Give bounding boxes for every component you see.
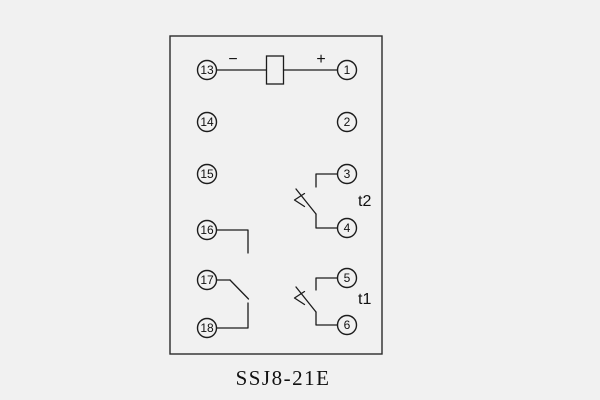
contact-16-lead (215, 229, 249, 254)
contact-t2-blade (295, 188, 317, 215)
terminal-3-number: 3 (344, 167, 351, 181)
terminal-17: 17 (196, 269, 218, 291)
contact-t1: t1 (293, 277, 371, 326)
terminal-18-number: 18 (200, 321, 214, 335)
terminal-14-number: 14 (200, 115, 214, 129)
model-caption: SSJ8-21E (236, 366, 331, 390)
diagram-border (169, 35, 383, 355)
timer-label-t2: t2 (358, 193, 371, 210)
terminal-6-number: 6 (344, 318, 351, 332)
timer-label-t1: t1 (358, 291, 371, 308)
contact-t1-blade (295, 286, 317, 313)
contact-17-blade (229, 279, 250, 300)
terminal-1-number: 1 (344, 63, 351, 77)
terminal-5: 5 (336, 267, 358, 289)
contact-left-group (215, 229, 250, 329)
terminal-15-number: 15 (200, 167, 214, 181)
terminal-13: 13 (196, 59, 218, 81)
terminal-15: 15 (196, 163, 218, 185)
terminal-16: 16 (196, 219, 218, 241)
contact-t2: t2 (293, 173, 371, 229)
terminal-4: 4 (336, 217, 358, 239)
terminal-17-number: 17 (200, 273, 214, 287)
contact-t1-arrow-icon (293, 290, 306, 306)
terminal-1: 1 (336, 59, 358, 81)
terminal-16-number: 16 (200, 223, 214, 237)
terminal-2-number: 2 (344, 115, 351, 129)
coil-symbol (265, 55, 285, 85)
contact-t2-arrow-icon (293, 192, 306, 208)
terminal-5-number: 5 (344, 271, 351, 285)
coil-circuit: − + (215, 51, 339, 85)
terminal-18: 18 (196, 317, 218, 339)
terminal-2: 2 (336, 111, 358, 133)
terminal-6: 6 (336, 314, 358, 336)
contact-t2-moving-lead (315, 213, 339, 229)
contact-t2-fixed-lead (315, 173, 339, 188)
contact-t1-fixed-lead (315, 277, 339, 291)
polarity-minus: − (228, 51, 237, 68)
terminal-14: 14 (196, 111, 218, 133)
polarity-plus: + (316, 51, 325, 68)
terminal-3: 3 (336, 163, 358, 185)
contact-18-lead (215, 302, 249, 329)
terminal-4-number: 4 (344, 221, 351, 235)
terminal-13-number: 13 (200, 63, 214, 77)
contact-t1-moving-lead (315, 311, 339, 326)
